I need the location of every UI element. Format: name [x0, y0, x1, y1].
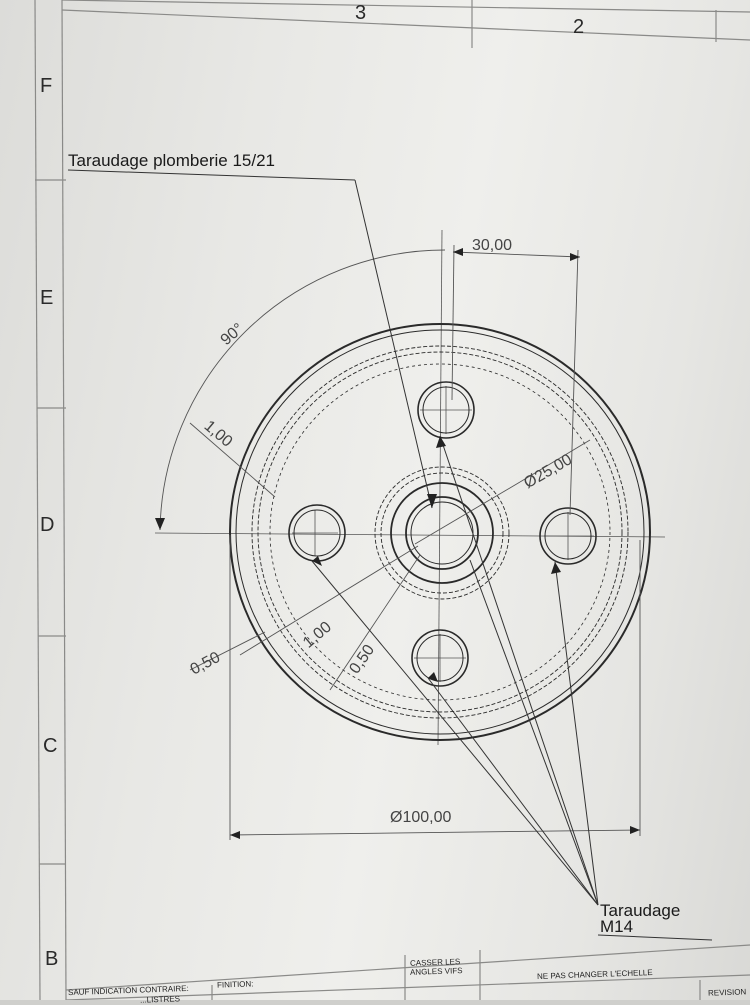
column-label-2: 2: [573, 16, 585, 38]
column-label-3: 3: [355, 2, 367, 24]
bolt-holes: [288, 381, 597, 687]
bolt-hole-right: [539, 507, 597, 565]
title-finition: FINITION:: [216, 979, 254, 990]
title-revision: REVISION: [707, 987, 747, 998]
sheet-border: [34, 0, 750, 1000]
note-plumbing-thread: Taraudage plomberie 15/21: [68, 151, 275, 170]
bolt-hole-bottom: [411, 629, 469, 687]
dim-angle: 90°: [218, 320, 247, 349]
dim-offset: 30,00: [472, 237, 512, 254]
note-m14-line1: Taraudage: [600, 901, 680, 920]
dim-chamfer-inner-2: 0,50: [346, 642, 378, 677]
dim-chamfer-left-2: 0,50: [188, 649, 224, 679]
arrowheads: [155, 248, 640, 839]
bolt-hole-top: [417, 381, 475, 439]
dimension-lines: [159, 244, 641, 840]
row-label-c: C: [43, 735, 58, 757]
row-label-e: E: [40, 287, 54, 309]
note-leaders: [67, 169, 713, 941]
dim-chamfer-left-1: 1,00: [201, 418, 236, 451]
note-m14-line2: M14: [600, 917, 633, 936]
centerlines: [154, 229, 666, 746]
dim-chamfer-inner-1: 1,00: [300, 619, 335, 652]
dimension-texts: 30,00 90° Ø25,00 Ø100,00 1,00 0,50 1,00 …: [188, 237, 576, 826]
notes: Taraudage plomberie 15/21 Taraudage M14: [68, 151, 680, 936]
dim-outer-diameter: Ø100,00: [390, 809, 451, 826]
outer-disk: [229, 323, 651, 741]
row-label-b: B: [45, 948, 59, 970]
row-label-d: D: [40, 514, 55, 536]
center-hub: [374, 466, 510, 600]
row-label-f: F: [40, 75, 53, 97]
dim-inner-diameter: Ø25,00: [521, 451, 575, 492]
title-angles: ANGLES VIFS: [409, 966, 463, 977]
